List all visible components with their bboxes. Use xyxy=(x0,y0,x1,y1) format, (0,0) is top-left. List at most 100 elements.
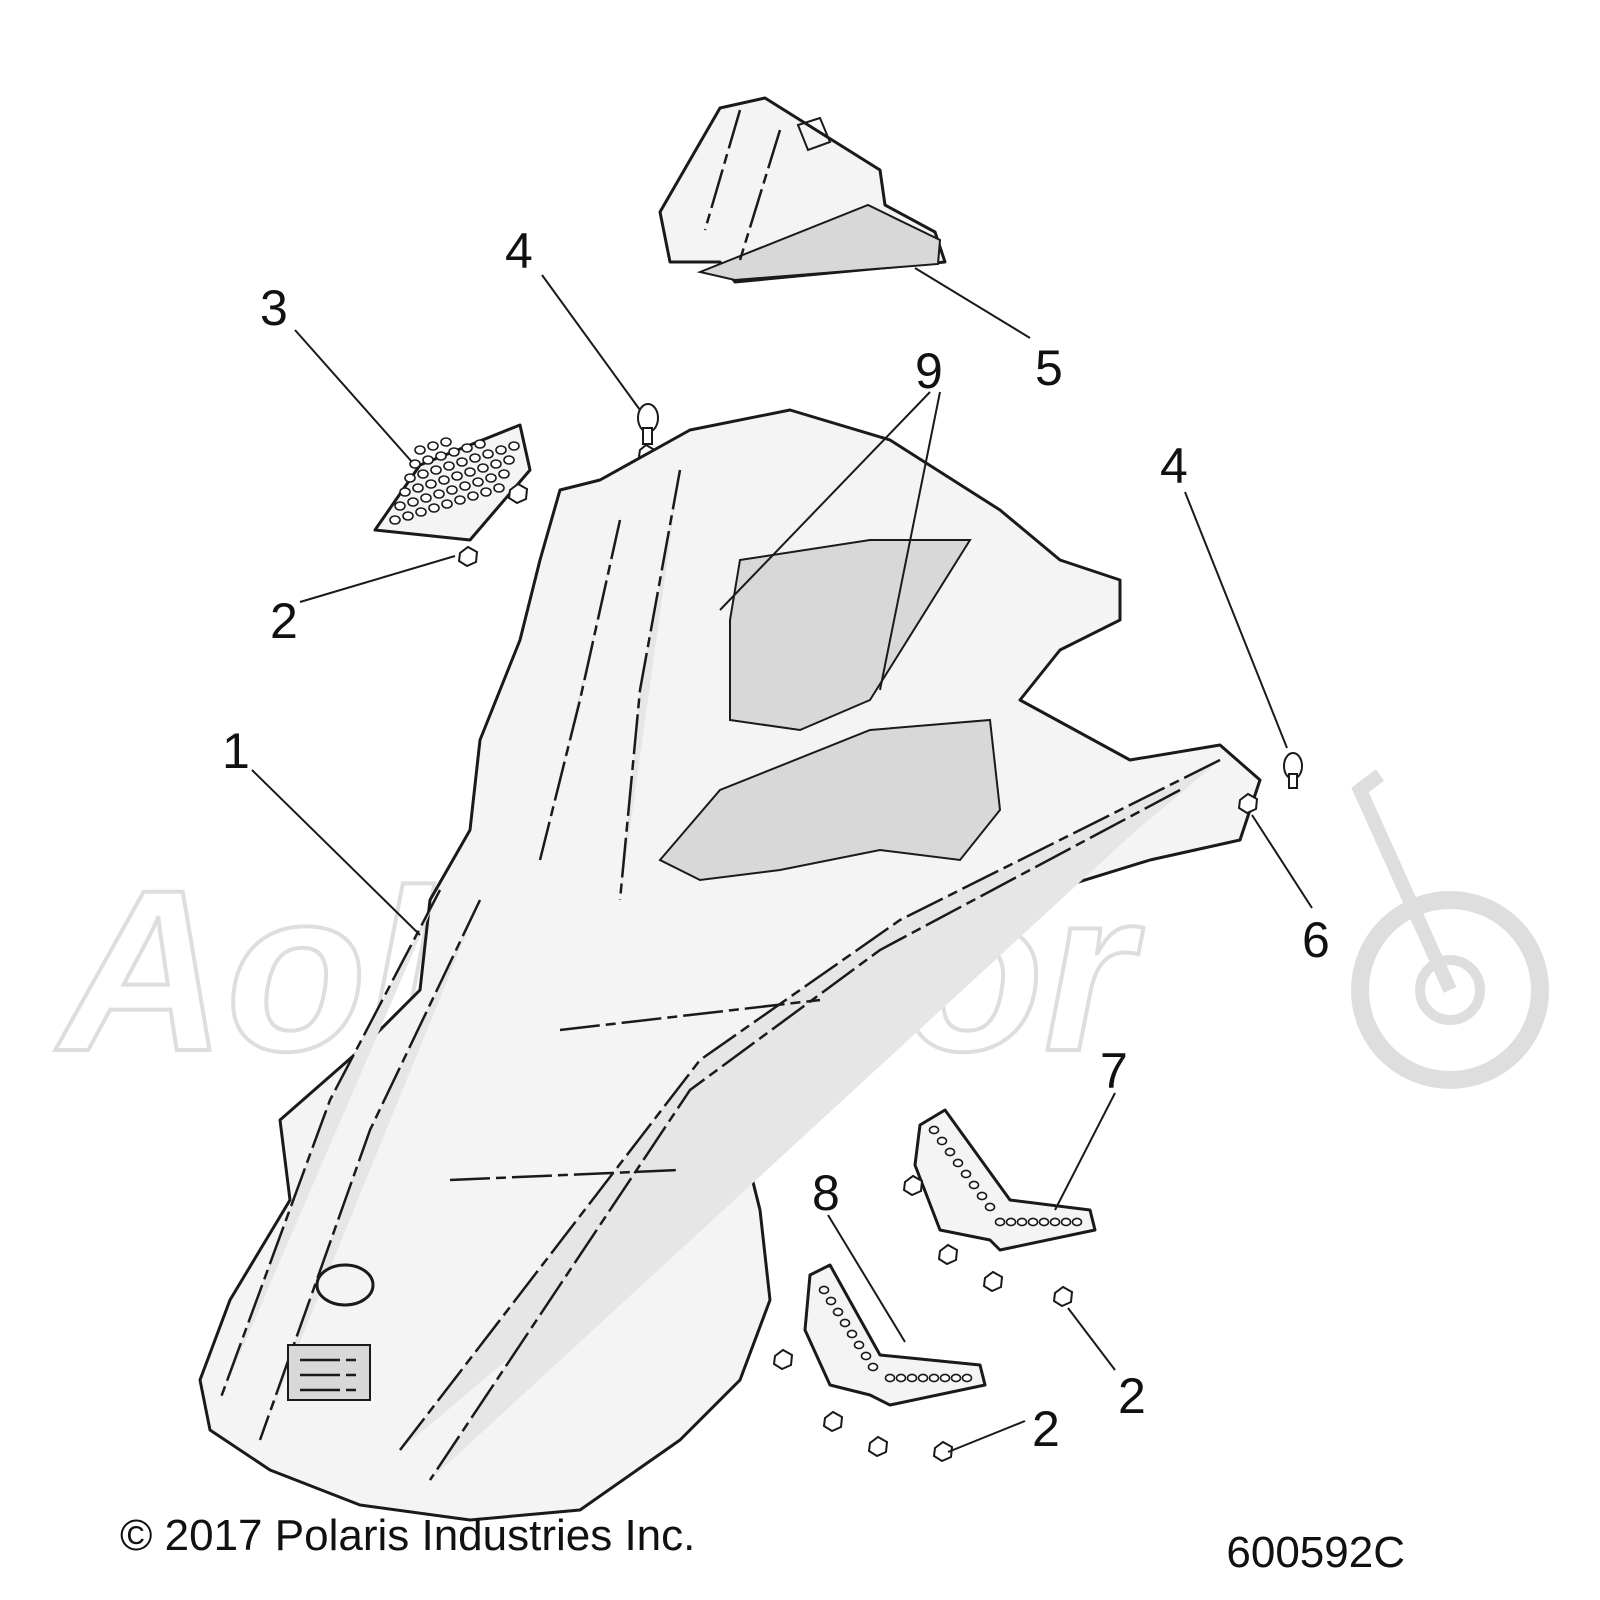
mesh-cell xyxy=(459,481,471,491)
mesh-cell xyxy=(984,1202,996,1212)
mesh-cell xyxy=(417,469,429,479)
mesh-cell xyxy=(415,507,427,517)
mesh-cell xyxy=(928,1373,940,1383)
mesh-cell xyxy=(467,491,479,501)
mesh-cell xyxy=(508,441,520,451)
mesh-cell xyxy=(438,475,450,485)
mesh-cell xyxy=(443,461,455,471)
mesh-cell xyxy=(960,1169,972,1179)
mesh-cell xyxy=(428,503,440,513)
mesh-cell xyxy=(846,1329,858,1339)
mesh-cell xyxy=(498,469,510,479)
mesh-cell xyxy=(433,489,445,499)
mesh-cell xyxy=(451,471,463,481)
mesh-cell xyxy=(825,1296,837,1306)
mesh-cell xyxy=(860,1351,872,1361)
washer-part-6 xyxy=(1237,792,1259,815)
mesh-cell xyxy=(1060,1217,1072,1227)
mesh-cell xyxy=(482,449,494,459)
watermark-wheel xyxy=(1351,891,1549,1089)
callout-9: 9 xyxy=(915,343,943,399)
mesh-cell xyxy=(412,483,424,493)
windshield-part-5 xyxy=(658,96,947,284)
hex-mesh xyxy=(928,1125,1083,1227)
mesh-cell xyxy=(1027,1217,1039,1227)
mesh-cell xyxy=(464,467,476,477)
mesh-cell xyxy=(884,1373,896,1383)
mesh-cell xyxy=(839,1318,851,1328)
mesh-cell xyxy=(952,1158,964,1168)
hex-mesh xyxy=(389,437,520,525)
mesh-cell xyxy=(950,1373,962,1383)
mesh-cell xyxy=(493,483,505,493)
mesh-cell xyxy=(1038,1217,1050,1227)
mesh-cell xyxy=(939,1373,951,1383)
mesh-cell xyxy=(1005,1217,1017,1227)
mesh-cell xyxy=(832,1307,844,1317)
callout-2-bottom: 2 xyxy=(1032,1401,1060,1457)
callout-2-left: 2 xyxy=(270,593,298,649)
fastener-part-4-right xyxy=(1283,752,1303,789)
mesh-cell xyxy=(1049,1217,1061,1227)
mesh-cell xyxy=(474,439,486,449)
mesh-cell xyxy=(895,1373,907,1383)
mesh-cell xyxy=(853,1340,865,1350)
mesh-cell xyxy=(430,465,442,475)
mesh-cell xyxy=(402,511,414,521)
mesh-cell xyxy=(446,485,458,495)
callout-3: 3 xyxy=(260,280,288,336)
mesh-cell xyxy=(420,493,432,503)
mesh-cell xyxy=(917,1373,929,1383)
callout-4-right: 4 xyxy=(1160,438,1188,494)
mesh-cell xyxy=(477,463,489,473)
mesh-cell xyxy=(1016,1217,1028,1227)
mesh-cell xyxy=(485,473,497,483)
callout-labels: 1 2 2 2 3 4 4 5 6 7 8 9 xyxy=(222,223,1330,1457)
side-vent-part-3 xyxy=(373,423,532,542)
washers-part-2 xyxy=(457,482,1074,1463)
mesh-cell xyxy=(461,443,473,453)
lower-vent-part-7 xyxy=(913,1108,1097,1252)
hood-body-part-1 xyxy=(198,408,1262,1522)
mesh-cell xyxy=(440,437,452,447)
mesh-cell xyxy=(961,1373,973,1383)
mesh-cell xyxy=(425,479,437,489)
mesh-cell xyxy=(448,447,460,457)
mesh-cell xyxy=(994,1217,1006,1227)
callout-6: 6 xyxy=(1302,912,1330,968)
mesh-cell xyxy=(409,459,421,469)
mesh-cell xyxy=(469,453,481,463)
mesh-cell xyxy=(456,457,468,467)
mesh-cell xyxy=(936,1136,948,1146)
mesh-cell xyxy=(1071,1217,1083,1227)
mesh-cell xyxy=(389,515,401,525)
mesh-cell xyxy=(480,487,492,497)
mesh-cell xyxy=(427,441,439,451)
mesh-cell xyxy=(435,451,447,461)
mesh-cell xyxy=(441,499,453,509)
mesh-cell xyxy=(404,473,416,483)
mesh-cell xyxy=(490,459,502,469)
mesh-cell xyxy=(976,1191,988,1201)
mesh-cell xyxy=(399,487,411,497)
mesh-cell xyxy=(928,1125,940,1135)
mesh-cell xyxy=(414,445,426,455)
hex-mesh xyxy=(818,1285,973,1383)
mesh-cell xyxy=(906,1373,918,1383)
mesh-cell xyxy=(944,1147,956,1157)
callout-2-right: 2 xyxy=(1118,1368,1146,1424)
mesh-cell xyxy=(454,495,466,505)
callout-1: 1 xyxy=(222,723,250,779)
mesh-cell xyxy=(818,1285,830,1295)
callout-5: 5 xyxy=(1035,340,1063,396)
mesh-cell xyxy=(867,1362,879,1372)
callout-8: 8 xyxy=(812,1165,840,1221)
callout-7: 7 xyxy=(1100,1043,1128,1099)
mesh-cell xyxy=(422,455,434,465)
mesh-cell xyxy=(495,445,507,455)
callout-4-top: 4 xyxy=(505,223,533,279)
mesh-cell xyxy=(472,477,484,487)
diagram-number: 600592C xyxy=(1226,1528,1405,1577)
copyright-text: © 2017 Polaris Industries Inc. xyxy=(120,1511,695,1560)
